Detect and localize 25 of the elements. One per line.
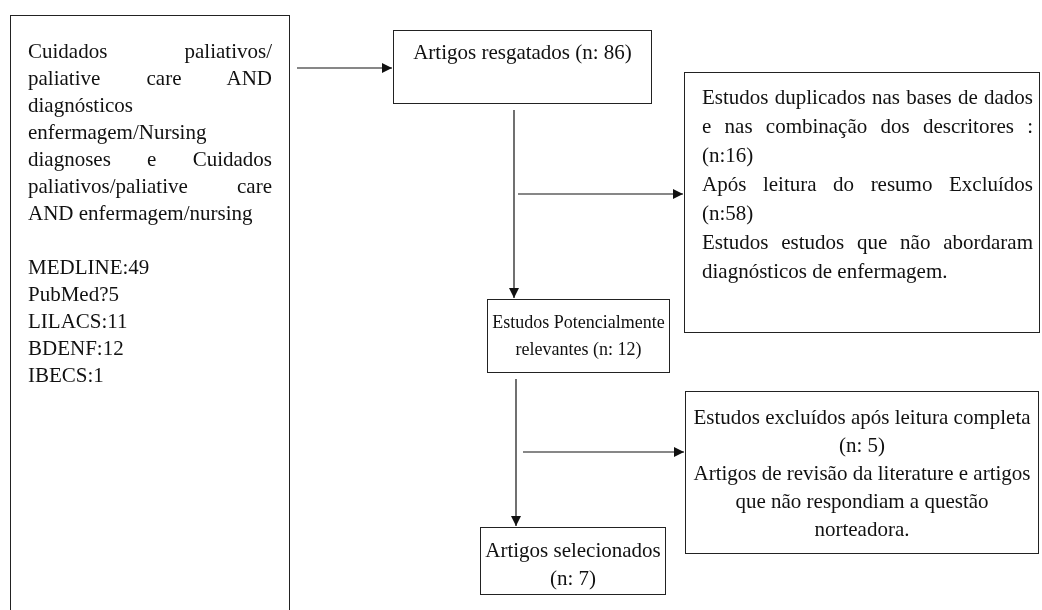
arrow (511, 378, 521, 527)
database-count: IBECS:1 (28, 362, 105, 389)
box-text: Cuidados paliativos/ paliative care AND diagnósticos enfermagem/Nursing diagnoses e Cuidados paliativos/paliative care AND enfermagem/nursing (28, 38, 272, 227)
box-text: Estudos duplicados nas bases de dados e nas combinação dos descritores : (n:16) (702, 84, 1033, 169)
box-text: Após leitura do resumo Excluídos (n:58) (702, 171, 1033, 227)
arrow (517, 189, 684, 199)
box-text: Artigos resgatados (n: 86) (412, 41, 633, 64)
database-count: LILACS:11 (28, 308, 129, 335)
box-text: Artigos de revisão da literature e artigos que não respondiam a questão norteadora. (692, 460, 1032, 543)
process-box (487, 299, 670, 373)
database-count: PubMed?5 (28, 281, 120, 308)
arrow (522, 447, 685, 457)
arrow (509, 109, 519, 299)
process-box (480, 527, 666, 595)
process-box (685, 391, 1039, 554)
database-count: MEDLINE:49 (28, 254, 151, 281)
database-count: BDENF:12 (28, 335, 125, 362)
arrow (296, 63, 393, 73)
box-text: Estudos Potencialmente relevantes (n: 12) (491, 311, 666, 361)
process-box (393, 30, 652, 104)
box-text: Estudos excluídos após leitura completa (n: 5) (692, 404, 1032, 459)
process-box (684, 72, 1040, 333)
box-text: Artigos selecionados (n: 7) (485, 537, 661, 592)
box-text: Estudos estudos que não abordaram diagnósticos de enfermagem. (702, 229, 1033, 285)
process-box (10, 15, 290, 610)
